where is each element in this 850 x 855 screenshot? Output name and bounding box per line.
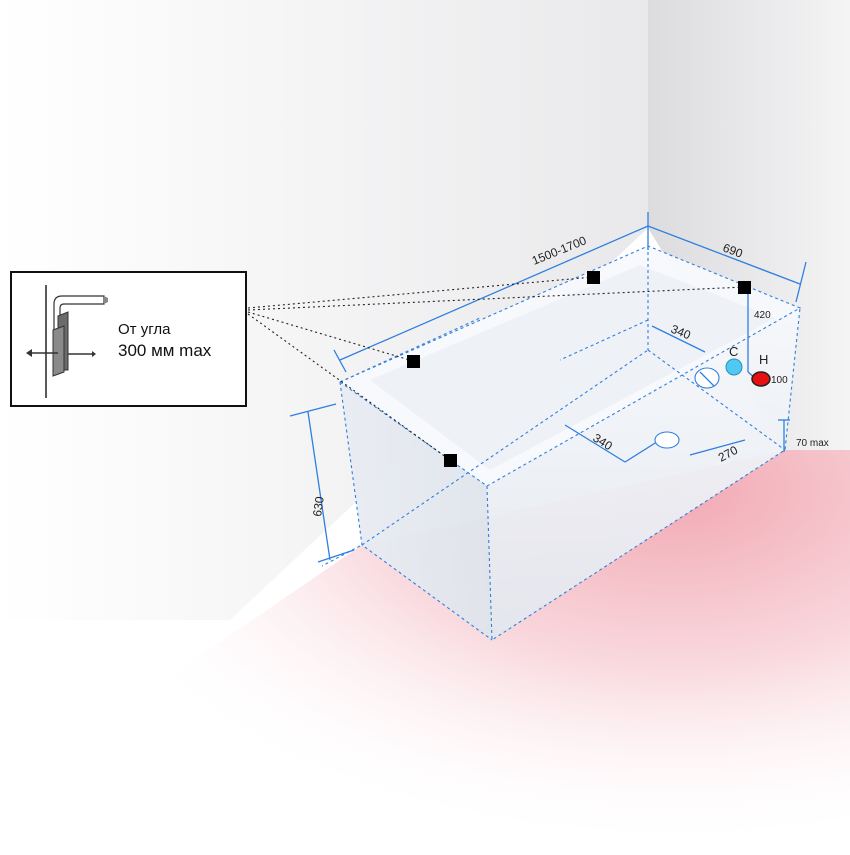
- mounting-detail-inset: От угла 300 мм max: [10, 271, 247, 407]
- floor-fade: [0, 620, 230, 720]
- width-dimension: 690: [721, 241, 745, 261]
- hot-water-label: H: [759, 352, 768, 367]
- cold-water-label: C: [729, 344, 738, 359]
- rim-edge: [104, 296, 108, 304]
- hot-water-connection: [751, 371, 771, 387]
- mounting-point: [407, 355, 420, 368]
- cold-water-connection: [725, 358, 743, 376]
- bathtub-side: [340, 382, 492, 640]
- tub-outline-dashed: [321, 245, 802, 641]
- overflow-opening: [694, 367, 720, 389]
- mounting-leader-lines: [247, 276, 745, 461]
- inset-line-2: 300 мм max: [118, 341, 212, 360]
- bracket-plate: [52, 325, 65, 377]
- back-wall-left: [0, 0, 648, 620]
- pipe-height-dimension: 70 max: [796, 438, 829, 449]
- dimension-lines: [289, 212, 807, 563]
- overflow-mark: [699, 371, 715, 387]
- mounting-point: [587, 271, 600, 284]
- height-dimension: 630: [310, 495, 327, 517]
- bathtub-inner: [370, 265, 775, 470]
- inset-line-1: От угла: [118, 321, 171, 338]
- drain-opening: [654, 431, 680, 449]
- mounting-point: [444, 454, 457, 467]
- bathtub-front: [487, 308, 800, 640]
- hot-offset-dimension: 100: [771, 375, 788, 386]
- floor: [150, 450, 850, 850]
- back-wall-right: [648, 0, 850, 450]
- overflow-height-dimension: 420: [754, 310, 771, 321]
- mounting-point: [738, 281, 751, 294]
